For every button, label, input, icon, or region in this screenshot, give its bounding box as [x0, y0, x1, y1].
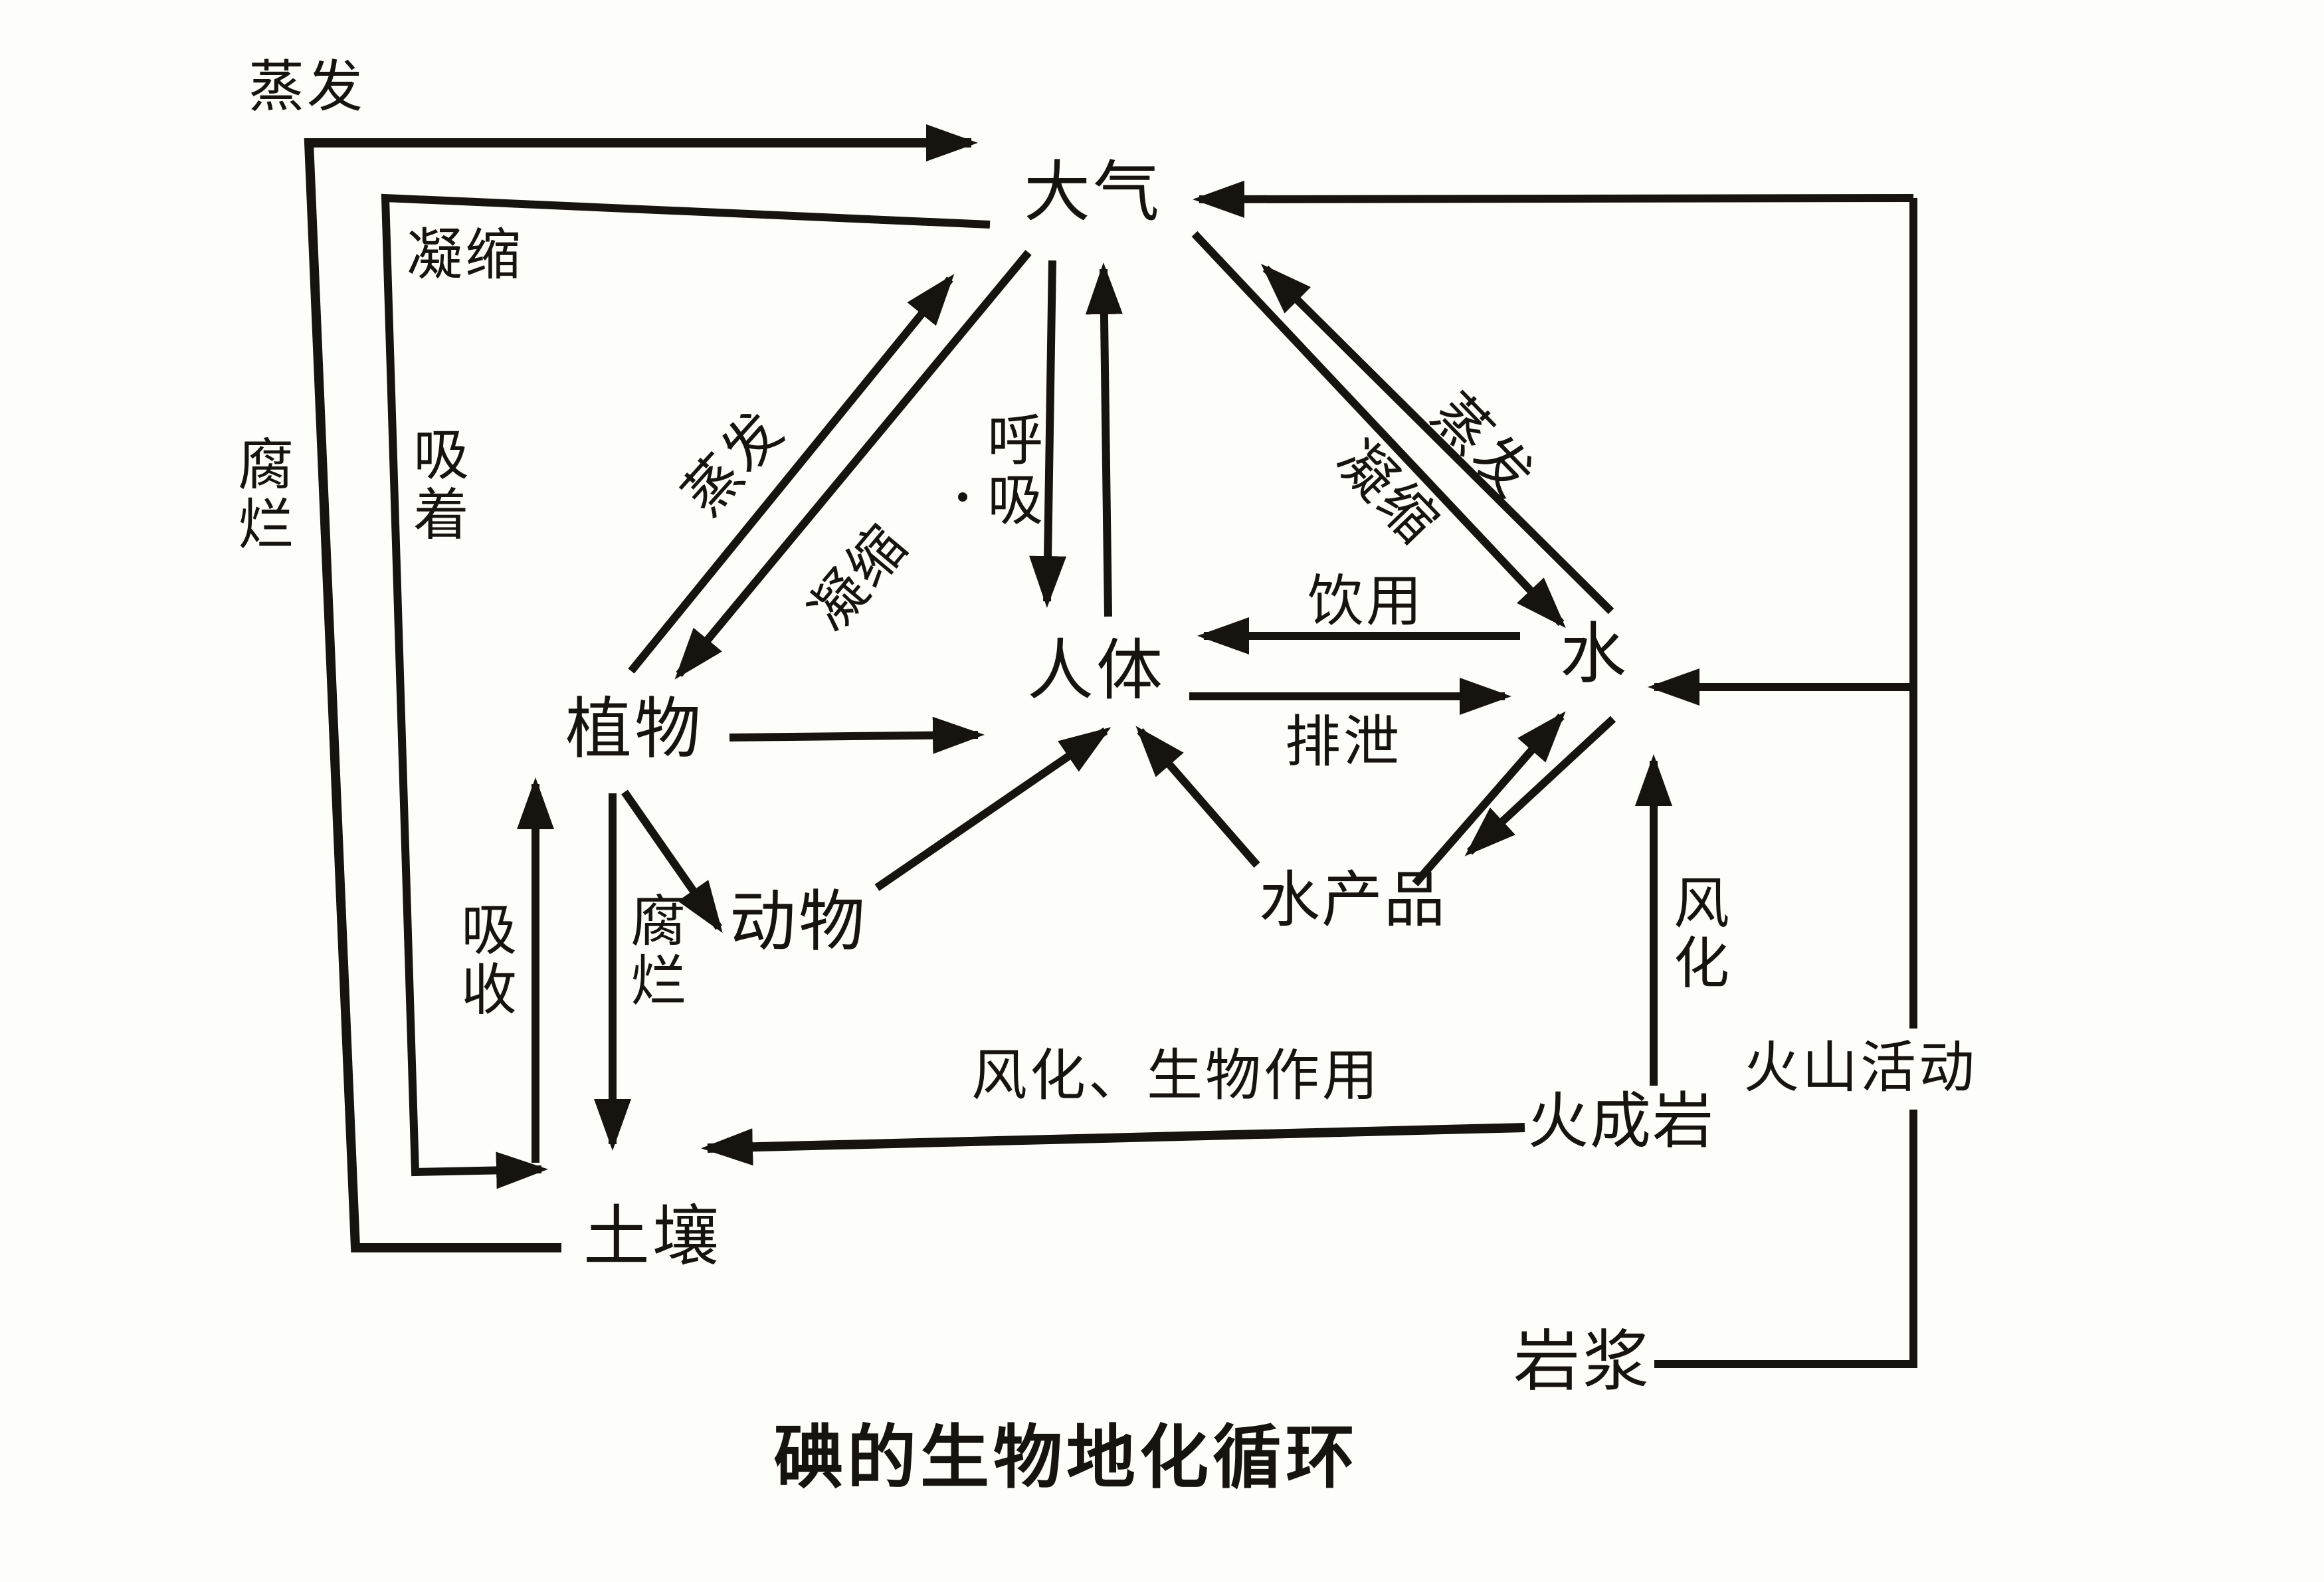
arrow-plants-to-animals: [621, 789, 723, 934]
arrow-plants-to-human: [729, 716, 985, 754]
label-decay-outer: 腐烂: [230, 435, 292, 555]
diagram-title: 碘的生物地化循环: [774, 1421, 1359, 1497]
arrow-atmosphere-to-plants: [674, 250, 1032, 680]
label-adsorption: 吸着: [405, 425, 468, 545]
ink-speck: [958, 492, 967, 502]
arrow-water-to-aquatic: [1464, 716, 1616, 856]
arrow-rock-to-soil: [701, 1123, 1525, 1166]
node-soil: 土壤: [583, 1201, 722, 1274]
edges: [304, 124, 1917, 1368]
arrow-human-to-atmosphere: [1085, 262, 1123, 617]
arrow-aquatic-to-human: [1135, 726, 1260, 868]
label-excretion: 排泄: [1285, 712, 1402, 774]
arrow-plants-to-atmosphere: [628, 274, 955, 674]
node-magma: 岩浆: [1513, 1326, 1652, 1399]
arrow-aquatic-to-water: [1412, 711, 1566, 886]
arrow-volcanic-to-atmosphere: [1193, 180, 1914, 218]
arrow-animals-to-human: [874, 727, 1112, 891]
label-absorption: 吸收: [453, 900, 515, 1020]
label-weathering: 风化: [1666, 874, 1727, 993]
label-decay-plants: 腐烂: [623, 892, 684, 1011]
label-drinking: 饮用: [1307, 571, 1424, 633]
label-condensation-outer: 凝缩: [407, 225, 524, 287]
label-weathering-biological: 风化、生物作用: [971, 1046, 1381, 1108]
node-aquatic-products: 水产品: [1259, 866, 1446, 934]
node-animals: 动物: [729, 886, 868, 959]
volcanic-label-background: [1733, 1029, 1995, 1110]
line-magma-conduit: [1654, 198, 1917, 1368]
arrow-atmosphere-to-water: [1191, 231, 1566, 629]
node-labels: 大气 植物 人体 水 动物 水产品 土壤 火成岩 岩浆: [565, 156, 1715, 1399]
arrow-atmosphere-to-human: [1029, 260, 1067, 608]
label-evaporation-plants: 蒸发: [672, 399, 797, 527]
label-evaporation-outer: 蒸发: [248, 57, 365, 119]
node-water: 水: [1560, 618, 1629, 692]
node-atmosphere: 大气: [1024, 156, 1162, 230]
node-plants: 植物: [565, 693, 704, 767]
arrow-water-to-atmosphere: [1260, 263, 1614, 615]
label-respiration: 呼吸: [979, 411, 1041, 530]
arrow-atmosphere-to-soil: [381, 193, 991, 1189]
label-condensation-water: 凝缩: [1324, 429, 1450, 556]
arrow-soil-to-atmosphere: [304, 124, 978, 1252]
label-condensation-plants: 凝缩: [798, 514, 920, 643]
node-igneous-rock: 火成岩: [1527, 1088, 1715, 1155]
node-human-body: 人体: [1027, 635, 1165, 708]
label-volcanic-activity: 火山活动: [1743, 1038, 1977, 1100]
